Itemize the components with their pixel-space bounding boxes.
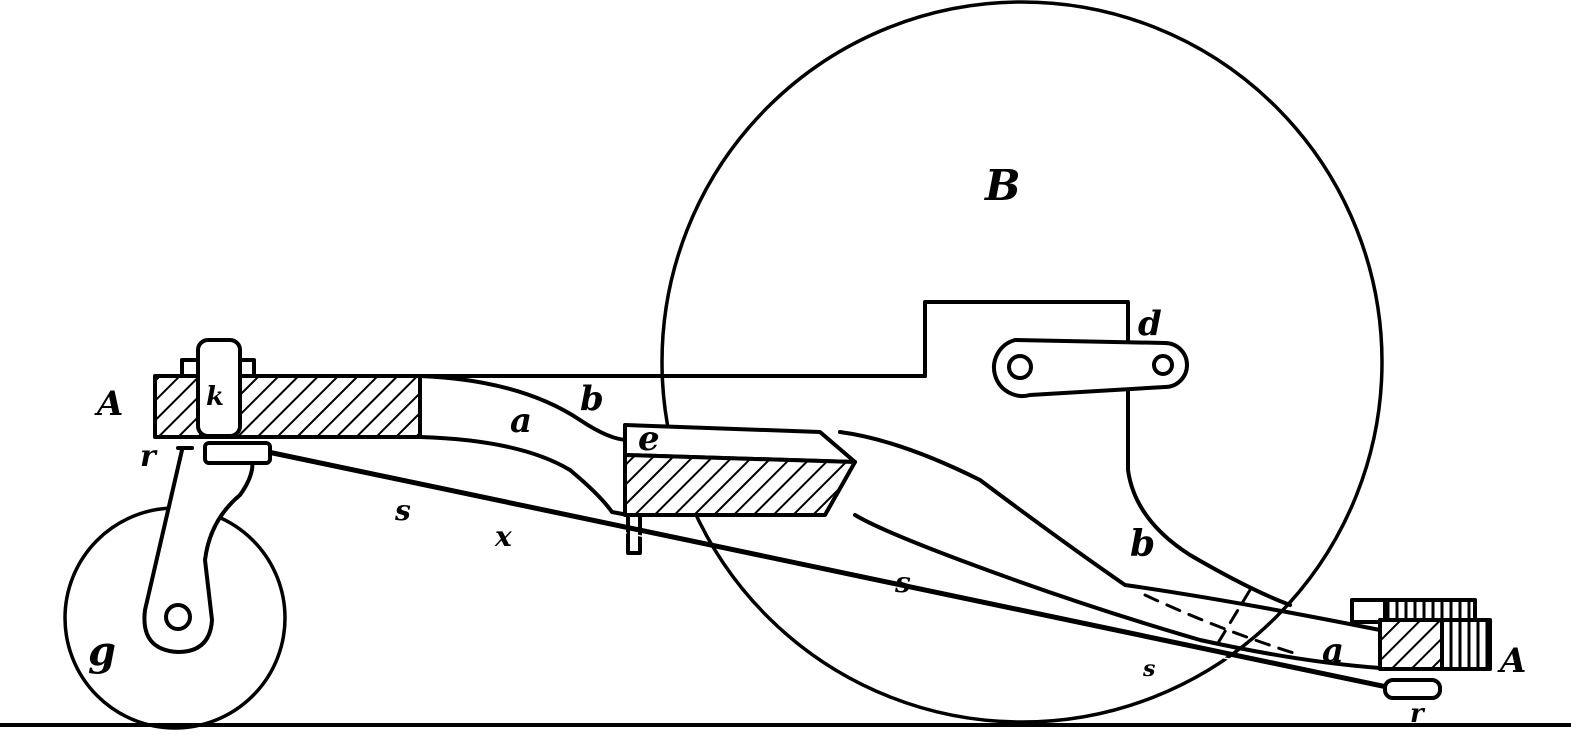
- arm-lower-edge: [418, 435, 630, 517]
- label-b-lower: b: [1130, 523, 1155, 565]
- caster-fork: [142, 448, 255, 654]
- label-r-right: r: [1410, 699, 1426, 729]
- lower-arm-top: [838, 430, 1382, 632]
- pin-k: [196, 338, 242, 438]
- lower-arm-bottom: [853, 513, 1382, 670]
- label-x: x: [494, 520, 512, 553]
- label-B: B: [984, 161, 1021, 210]
- arm-upper-edge: [418, 374, 630, 442]
- label-k: k: [206, 382, 224, 412]
- label-r-left: r: [140, 439, 158, 474]
- caster-axle: [164, 603, 192, 631]
- label-A-left: A: [94, 384, 123, 424]
- label-b-upper: b: [580, 379, 604, 419]
- label-s-middle: s: [894, 566, 911, 599]
- label-e: e: [638, 419, 660, 459]
- link-pivot: [1007, 354, 1033, 380]
- rope-strand: [267, 457, 1426, 701]
- rope-anchor: [1383, 678, 1442, 700]
- link-hole: [1152, 354, 1174, 376]
- link-d: [992, 338, 1189, 398]
- beam-A-right: [1378, 618, 1444, 671]
- label-s-lower: s: [1142, 656, 1155, 682]
- label-g: g: [88, 628, 116, 675]
- beam-A-right-stripes: [1440, 618, 1492, 671]
- label-s-upper: s: [394, 494, 411, 527]
- large-wheel: [660, 0, 1384, 724]
- hidden-lines: [1143, 588, 1302, 657]
- rope: [265, 449, 1428, 698]
- block-e-hatched: [623, 453, 857, 517]
- label-a-lower: a: [1322, 631, 1344, 671]
- swivel-plate: [203, 441, 272, 465]
- label-d: d: [1138, 304, 1162, 344]
- label-a-upper: a: [510, 401, 532, 441]
- labels: A k r a b e B d s x s b s a A r g: [88, 161, 1526, 729]
- label-A-right: A: [1497, 641, 1526, 681]
- beam-A-left: [153, 374, 422, 439]
